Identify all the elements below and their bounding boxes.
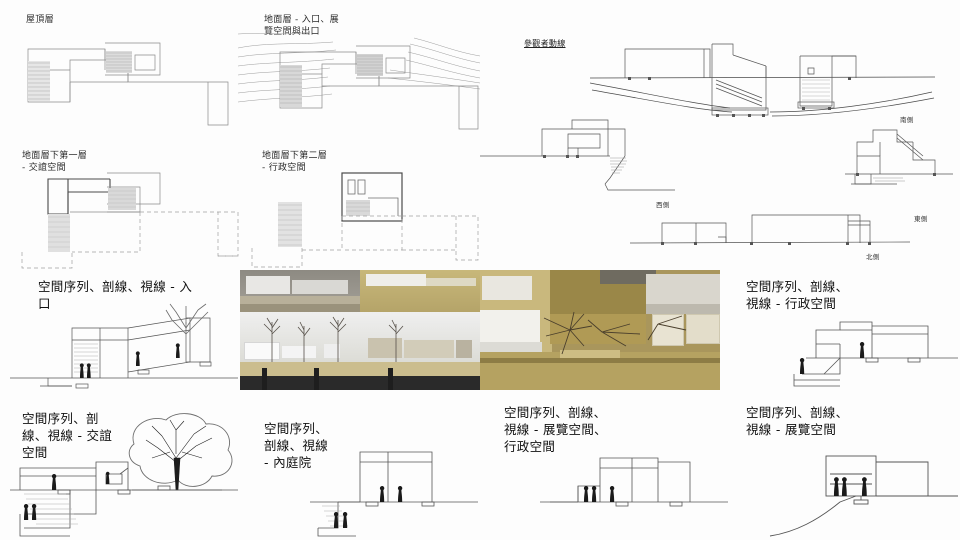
elevation-label-east: 東側 — [914, 215, 928, 223]
floor-plans-panel: 屋頂層 — [0, 0, 481, 270]
circulation-elevations-panel: 參觀者動線 — [480, 0, 960, 270]
model-photo-trees — [263, 316, 404, 362]
section-label-entrance: 空間序列、剖線、視線 - 入 口 — [38, 279, 193, 311]
model-photo-aerial-courtyard — [480, 270, 720, 390]
section-label-exhibition: 空間序列、剖線、 視線 - 展覽空間 — [746, 405, 849, 437]
tree-illustration-social — [128, 413, 233, 491]
section-drawing-exhibit-admin — [540, 457, 728, 507]
plan-drawing-ground — [237, 31, 481, 130]
elevation-east-drawing — [845, 129, 953, 185]
section-label-admin: 空間序列、剖線、 視線 - 行政空間 — [746, 279, 849, 311]
elevation-west-drawing — [480, 119, 675, 191]
section-label-social: 空間序列、剖 線、視線 - 交誼 空間 — [22, 411, 113, 460]
plan-drawing-roof — [27, 42, 229, 126]
plan-label-roof: 屋頂層 — [26, 15, 54, 25]
elevation-label-north: 北側 — [866, 253, 880, 261]
plan-label-basement-1: 地面層下第一層 - 交誼空間 — [22, 151, 88, 173]
model-photo-branches — [543, 311, 687, 355]
plan-drawing-basement-1 — [21, 172, 239, 269]
plan-label-ground: 地面層 - 入口、展 覽空間與出口 — [264, 15, 339, 37]
plan-drawing-basement-2 — [251, 172, 479, 268]
section-drawing-exhibition — [769, 455, 958, 537]
section-drawing-courtyard — [310, 451, 478, 537]
tree-illustration-entrance — [165, 303, 209, 362]
circulation-title: 參觀者動線 — [524, 39, 566, 48]
elevation-label-south: 南側 — [900, 116, 914, 124]
section-label-exhibit-admin: 空間序列、剖線、 視線 - 展覽空間、 行政空間 — [504, 405, 607, 454]
plan-label-basement-2: 地面層下第二層 - 行政空間 — [262, 151, 328, 173]
elevation-label-west: 西側 — [656, 201, 670, 209]
circulation-diagram — [589, 43, 936, 117]
elevation-north-drawing — [629, 214, 911, 245]
section-label-courtyard: 空間序列、 剖線、視線 - 內庭院 — [264, 421, 329, 470]
section-drawing-social — [10, 413, 238, 537]
model-photo-elevation-collage — [240, 270, 480, 390]
section-drawing-entrance — [10, 303, 238, 389]
section-drawing-admin — [793, 321, 958, 387]
